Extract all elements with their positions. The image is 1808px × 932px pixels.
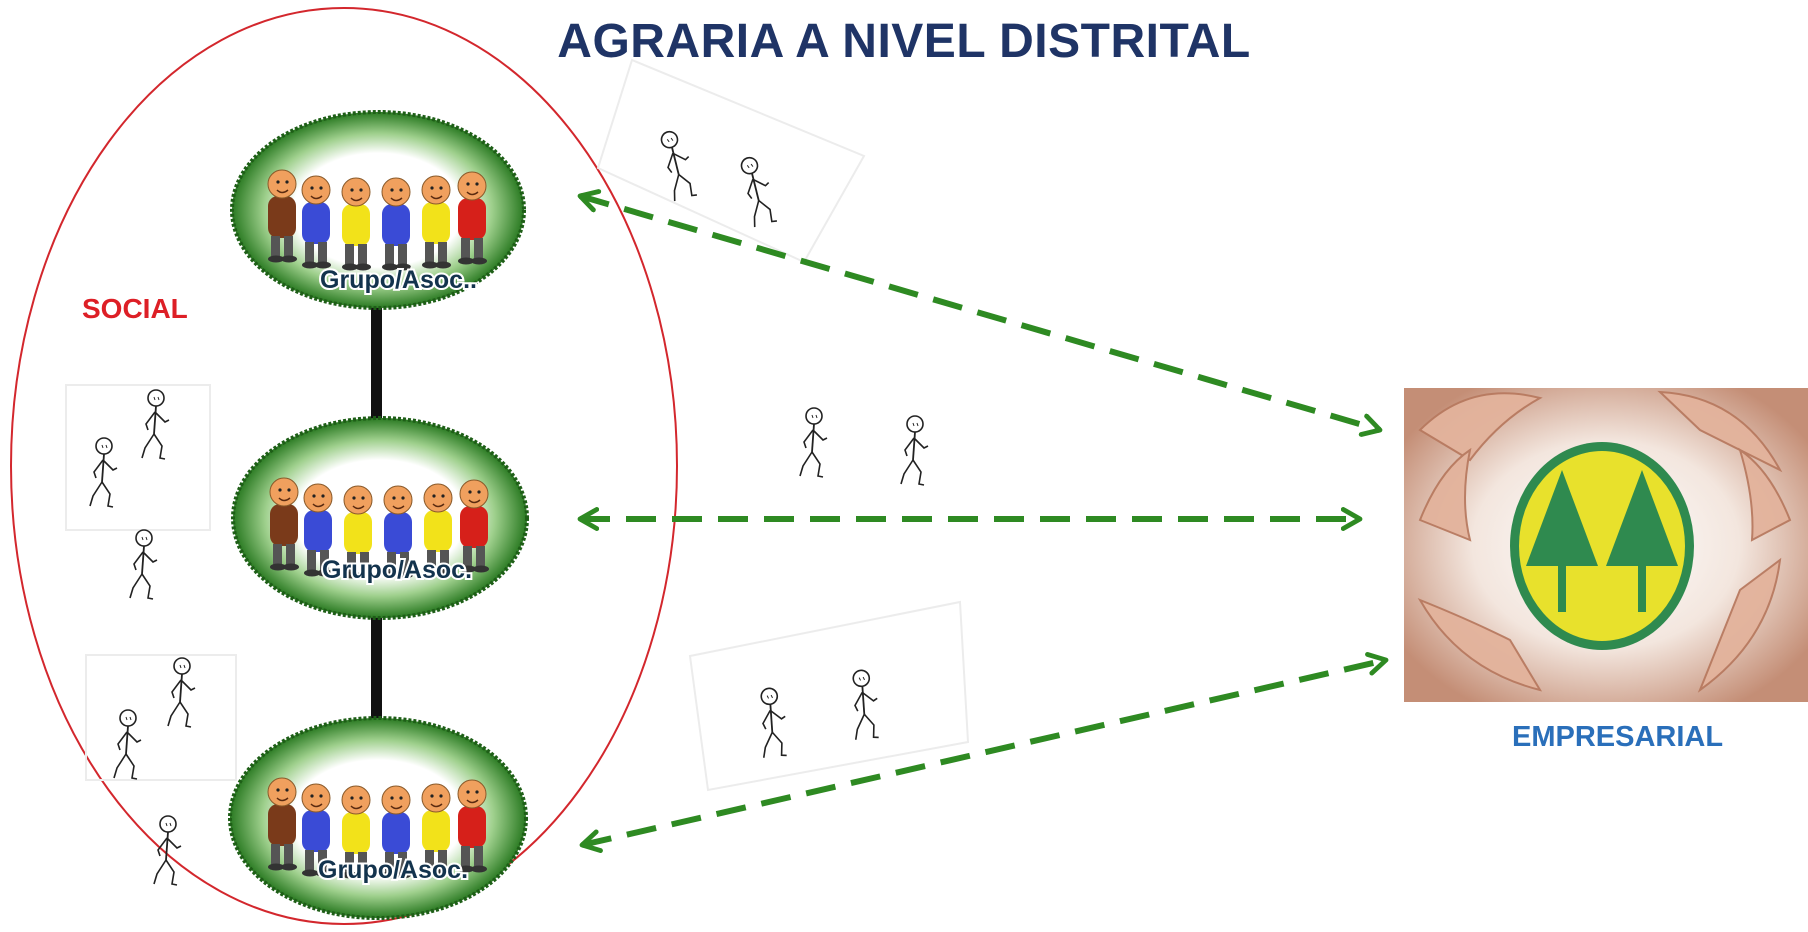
empresarial-label: EMPRESARIAL [1512, 721, 1724, 753]
walking-person-icon [167, 657, 196, 728]
walking-person-icon [845, 667, 884, 742]
walking-person-icon [89, 437, 118, 508]
group-connector [371, 595, 382, 735]
walking-person-icon [113, 709, 142, 780]
walking-person-icon [129, 529, 158, 600]
group-badge: Grupo/Asoc.. [230, 110, 526, 310]
walking-person-icon [753, 685, 792, 760]
cooperative-logo [1404, 388, 1808, 702]
relationship-arrows [577, 189, 1389, 853]
social-oval [10, 7, 678, 925]
walking-person-icon [900, 415, 929, 486]
background-frames [65, 58, 970, 792]
group-badge: Grupo/Asoc. [228, 716, 528, 920]
group-badge: Grupo/Asoc. [231, 416, 529, 620]
page-title: AGRARIA A NIVEL DISTRITAL [557, 15, 1251, 68]
social-label: SOCIAL [82, 293, 188, 324]
walking-person-icon [732, 153, 782, 229]
twin-pine-logo-icon [1510, 442, 1694, 650]
group-label: Grupo/Asoc.. [320, 266, 477, 294]
walking-person-icon [799, 407, 828, 478]
arrow-top [577, 189, 1383, 437]
group-badges: Grupo/Asoc.. Grupo/Asoc. [228, 110, 529, 920]
walking-person-icon [153, 815, 182, 886]
walking-person-icon [652, 127, 702, 203]
walking-person-icon [141, 389, 170, 460]
group-label: Grupo/Asoc. [322, 556, 472, 584]
group-label: Grupo/Asoc. [318, 856, 468, 884]
group-connector [371, 300, 382, 430]
